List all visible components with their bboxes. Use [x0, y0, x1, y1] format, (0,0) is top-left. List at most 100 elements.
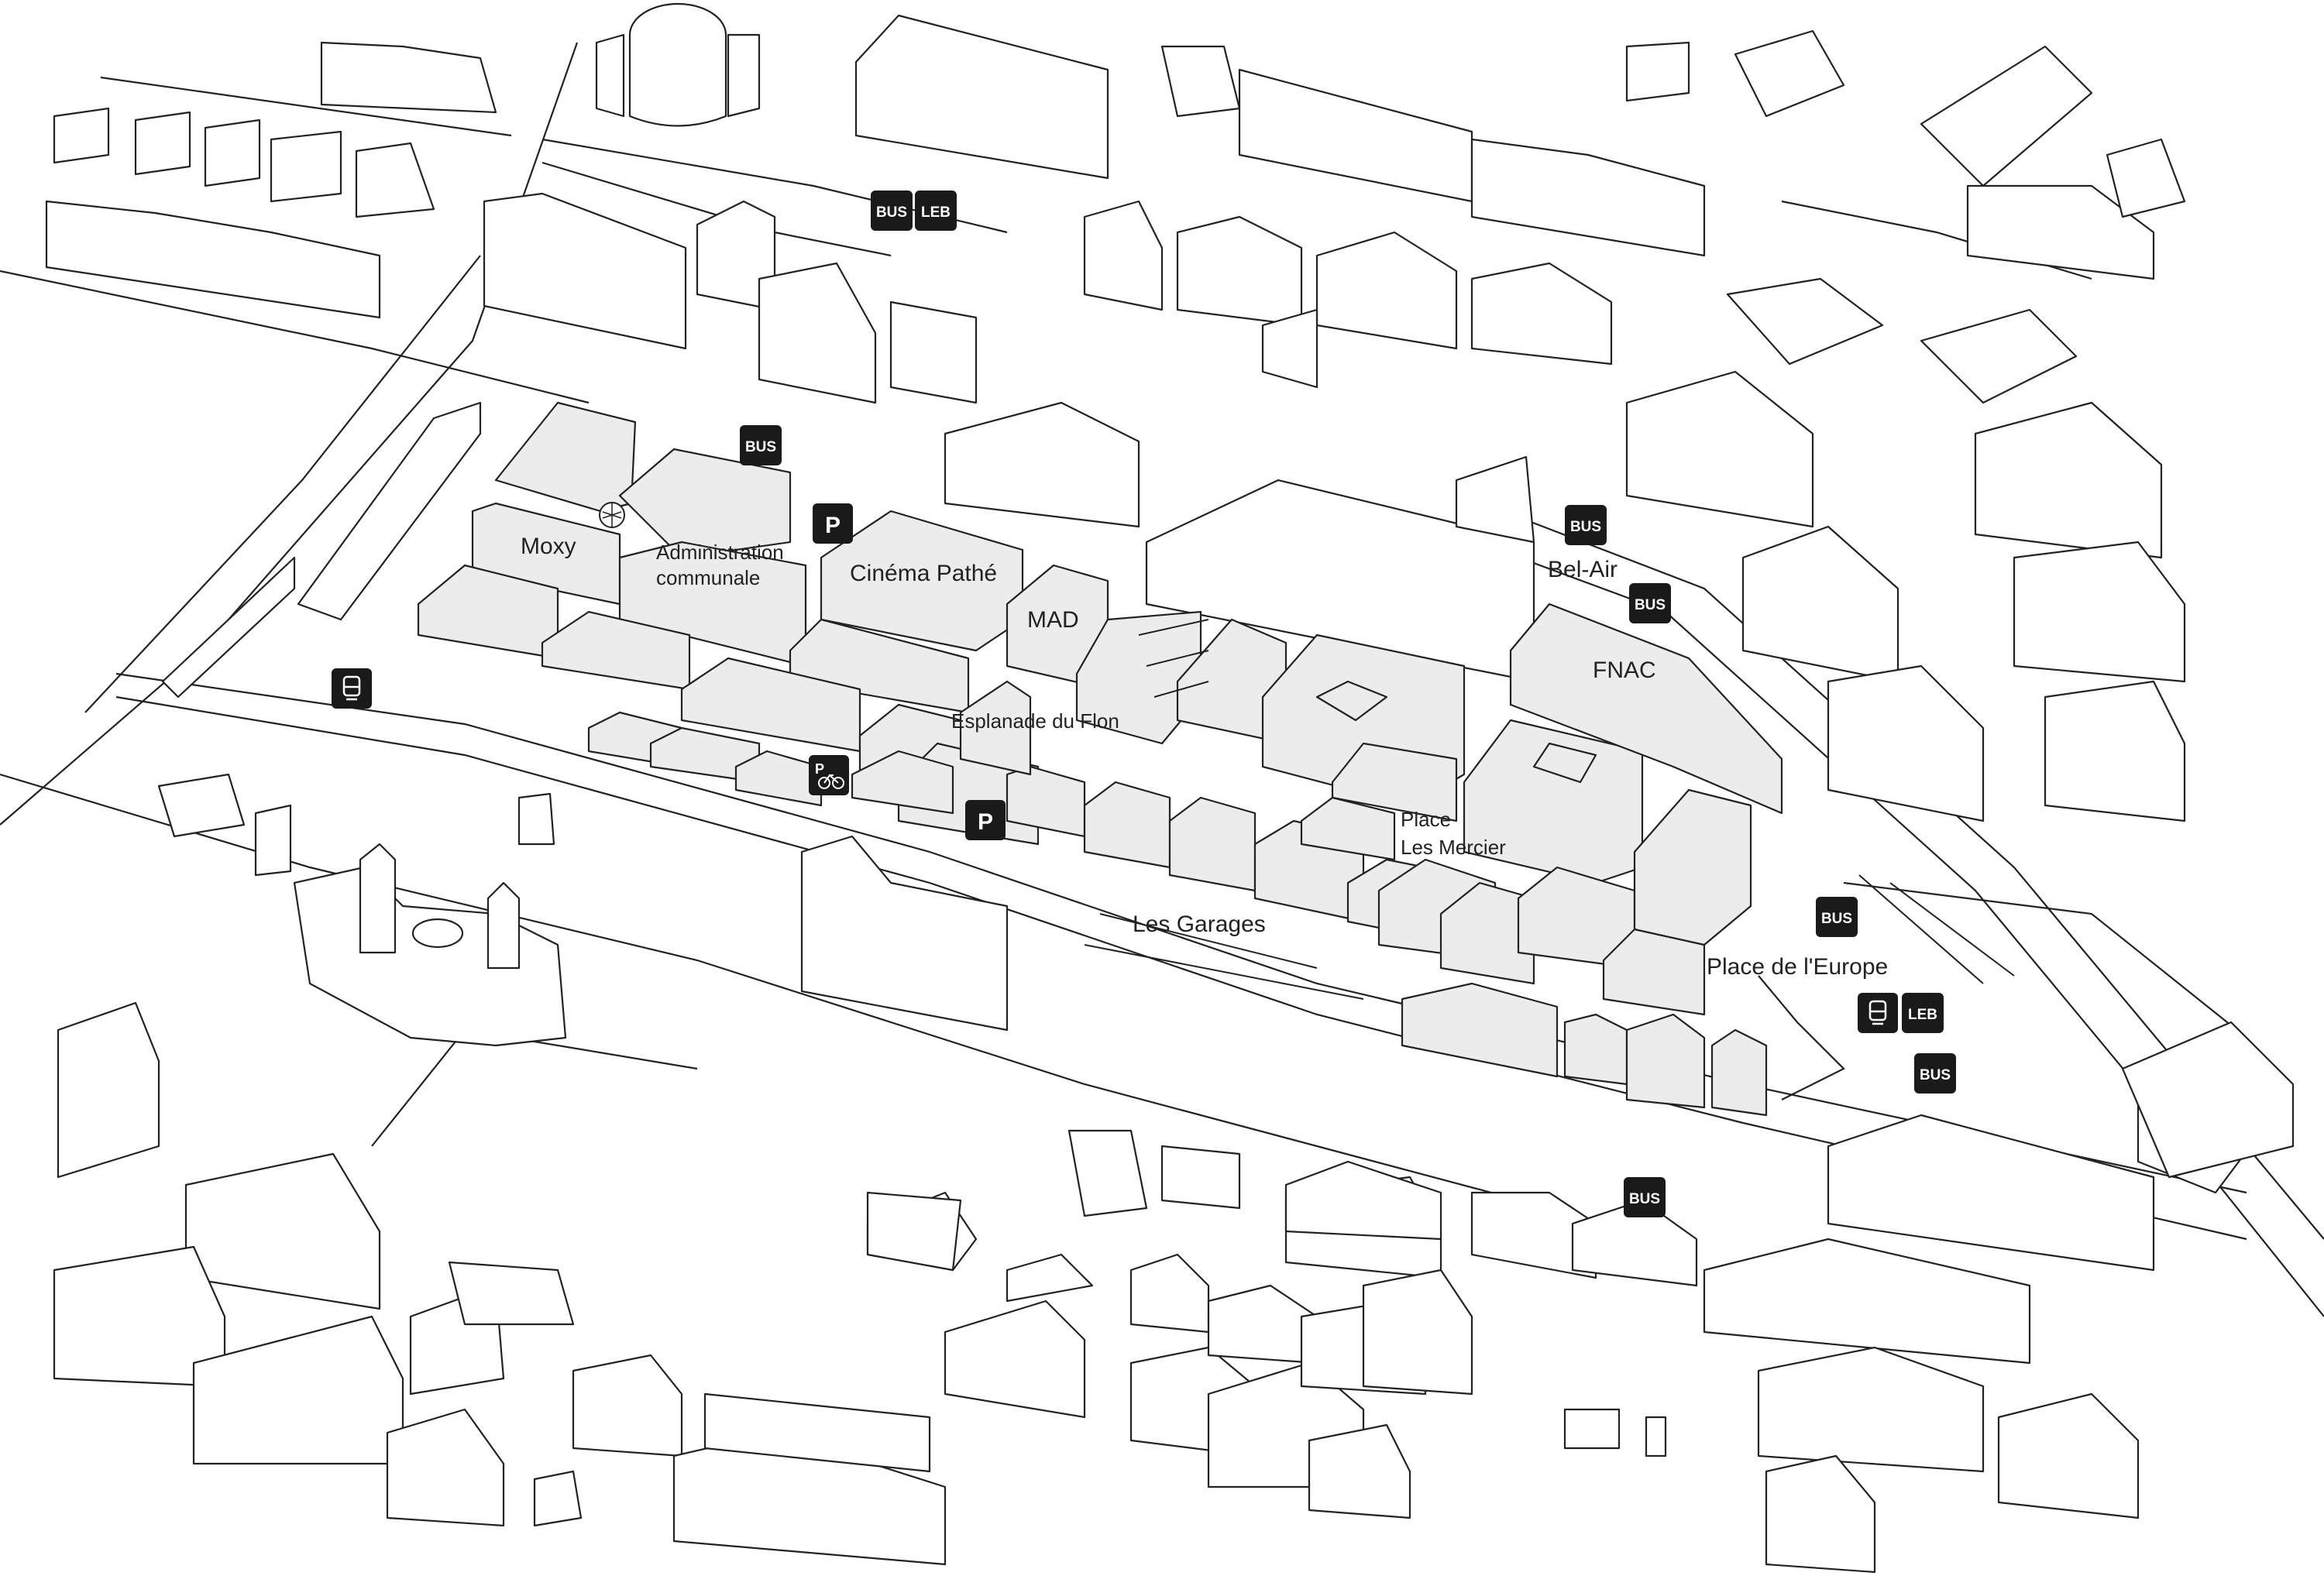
metro-icon[interactable]	[332, 668, 372, 709]
building	[533, 1470, 583, 1527]
metro-icon[interactable]	[1858, 993, 1898, 1033]
bus-stop-icon[interactable]: BUS	[1914, 1053, 1956, 1093]
building	[944, 401, 1140, 528]
building	[1997, 1392, 2140, 1519]
building	[889, 300, 978, 404]
label-les-garages: Les Garages	[1133, 912, 1266, 937]
bus-stop-icon[interactable]: BUS	[1629, 583, 1671, 623]
building-south-c	[1168, 796, 1257, 892]
building	[1625, 370, 1814, 528]
building-east-e	[1633, 788, 1752, 946]
bike-parking-icon[interactable]: P	[809, 755, 849, 795]
label-moxy: Moxy	[521, 534, 576, 559]
building	[1757, 1346, 1985, 1473]
building	[1741, 525, 1899, 683]
cathedral-tower	[359, 843, 397, 954]
road-south-avenue	[0, 773, 1550, 1210]
cathedral-dome	[411, 918, 464, 949]
building	[1470, 262, 1613, 366]
building	[2013, 541, 2186, 683]
building	[1920, 45, 2093, 187]
bus-stop-icon[interactable]: BUS	[740, 425, 782, 465]
building	[448, 1261, 575, 1326]
building	[1645, 1416, 1667, 1457]
building	[1006, 1253, 1094, 1303]
building	[1765, 1454, 1876, 1574]
road-main-south	[115, 672, 2247, 1194]
bus-stop-label: BUS	[1570, 519, 1601, 535]
building	[866, 1191, 962, 1272]
building	[1067, 1129, 1148, 1217]
edge	[1889, 882, 2015, 977]
building-mercier-a	[1331, 742, 1458, 822]
building	[297, 401, 482, 621]
tree-icon	[599, 502, 625, 528]
building-central-a	[680, 657, 861, 753]
building	[1129, 1253, 1210, 1334]
building	[192, 1315, 404, 1465]
building	[1160, 1145, 1241, 1210]
cathedral-tower	[486, 881, 521, 970]
building	[1455, 455, 1535, 544]
building	[161, 556, 296, 699]
bus-stop-label: BUS	[1629, 1191, 1660, 1207]
edge	[1153, 681, 1209, 698]
building	[483, 192, 687, 350]
building	[204, 118, 261, 187]
round-tower-body	[628, 35, 727, 127]
cathedral	[293, 866, 567, 1047]
building	[355, 142, 435, 218]
building-garages-a	[1401, 982, 1559, 1078]
road-bel-air-b	[1502, 510, 2324, 1240]
building	[1160, 45, 1241, 118]
building	[45, 200, 381, 319]
bus-stop-icon[interactable]: BUS	[1565, 505, 1607, 545]
buildings-outline	[45, 2, 2295, 1574]
building	[2121, 1021, 2295, 1179]
road-grancy	[1843, 881, 2247, 1039]
building	[758, 262, 877, 404]
building	[1308, 1423, 1411, 1519]
building-courtyard-a-roof	[1315, 680, 1388, 722]
badges: BUS LEB BUS P P	[332, 191, 1956, 1217]
bus-stop-icon[interactable]: BUS	[1816, 897, 1858, 937]
label-place-de-l-europe: Place de l'Europe	[1707, 954, 1888, 980]
building	[696, 200, 776, 311]
building	[157, 773, 246, 838]
building-west-mid	[541, 610, 691, 691]
label-cinema-pathe: Cinéma Pathé	[850, 561, 997, 586]
bus-stop-icon[interactable]: BUS	[1624, 1177, 1666, 1217]
detail-edges	[1084, 619, 2015, 1000]
building	[134, 111, 191, 176]
road-north-edge	[100, 76, 512, 137]
building	[1145, 479, 1535, 683]
leb-train-icon[interactable]: LEB	[1902, 993, 1944, 1033]
bus-stop-label: BUS	[745, 439, 776, 455]
building	[57, 1001, 160, 1179]
building	[1827, 1114, 2155, 1272]
bus-stop-label: BUS	[1635, 597, 1666, 613]
building	[854, 14, 1109, 180]
edge	[1084, 944, 1364, 1000]
edge	[1099, 913, 1318, 969]
leb-train-icon[interactable]: LEB	[915, 191, 957, 231]
parking-icon[interactable]: P	[813, 503, 853, 544]
label-place-les-mercier-line2: Les Mercier	[1401, 836, 1506, 859]
parking-icon[interactable]: P	[965, 800, 1006, 840]
parking-label: P	[978, 809, 993, 835]
building	[595, 33, 625, 118]
building	[1083, 200, 1164, 311]
building	[2106, 138, 2186, 218]
building	[727, 33, 761, 118]
bus-stop-label: BUS	[876, 204, 907, 221]
bus-stop-icon[interactable]: BUS	[871, 191, 913, 231]
building	[703, 1392, 931, 1473]
building	[517, 792, 555, 846]
building-garages-b	[1563, 1013, 1628, 1086]
building	[1261, 308, 1318, 389]
building-mercier-b	[1300, 796, 1396, 861]
building	[1974, 401, 2163, 559]
building	[53, 1245, 226, 1388]
building	[53, 107, 110, 164]
